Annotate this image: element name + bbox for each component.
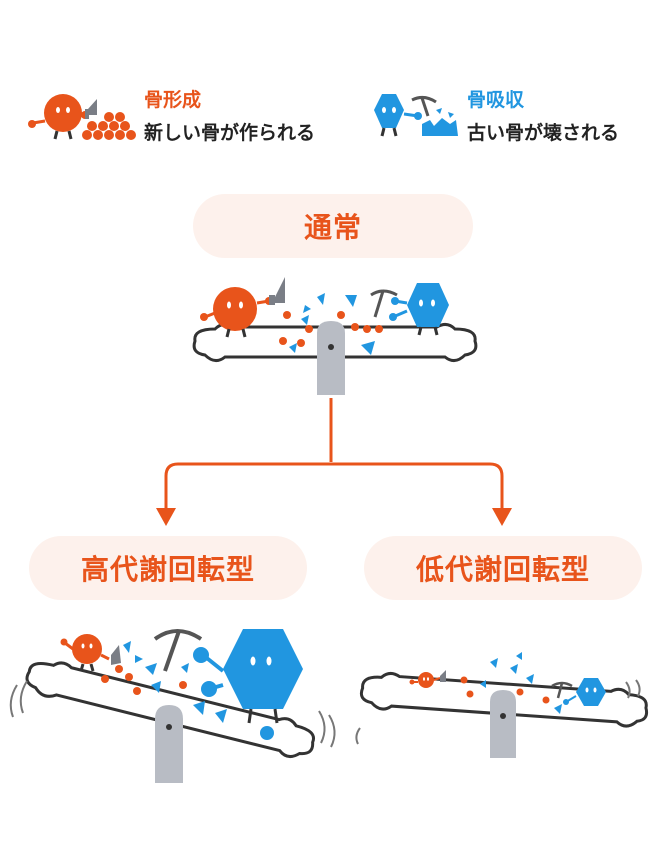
seesaw-low-illustration xyxy=(355,652,649,758)
seesaw-normal-illustration xyxy=(192,277,478,395)
fulcrum xyxy=(490,690,516,758)
legend-formation-title: 骨形成 xyxy=(144,89,202,111)
legend-resorption-title: 骨吸収 xyxy=(467,89,525,111)
seesaw-high-illustration xyxy=(9,629,336,783)
legend-formation-desc: 新しい骨が作られる xyxy=(144,122,316,144)
state-low-label: 低代謝回転型 xyxy=(364,536,642,600)
legend-resorption-desc: 古い骨が壊される xyxy=(467,122,620,144)
bone-formation-icon xyxy=(28,94,136,140)
state-high-label: 高代謝回転型 xyxy=(29,536,307,600)
fulcrum xyxy=(317,321,345,395)
bone-resorption-icon xyxy=(374,94,458,137)
fulcrum xyxy=(155,705,183,783)
state-normal-label: 通常 xyxy=(193,194,473,258)
